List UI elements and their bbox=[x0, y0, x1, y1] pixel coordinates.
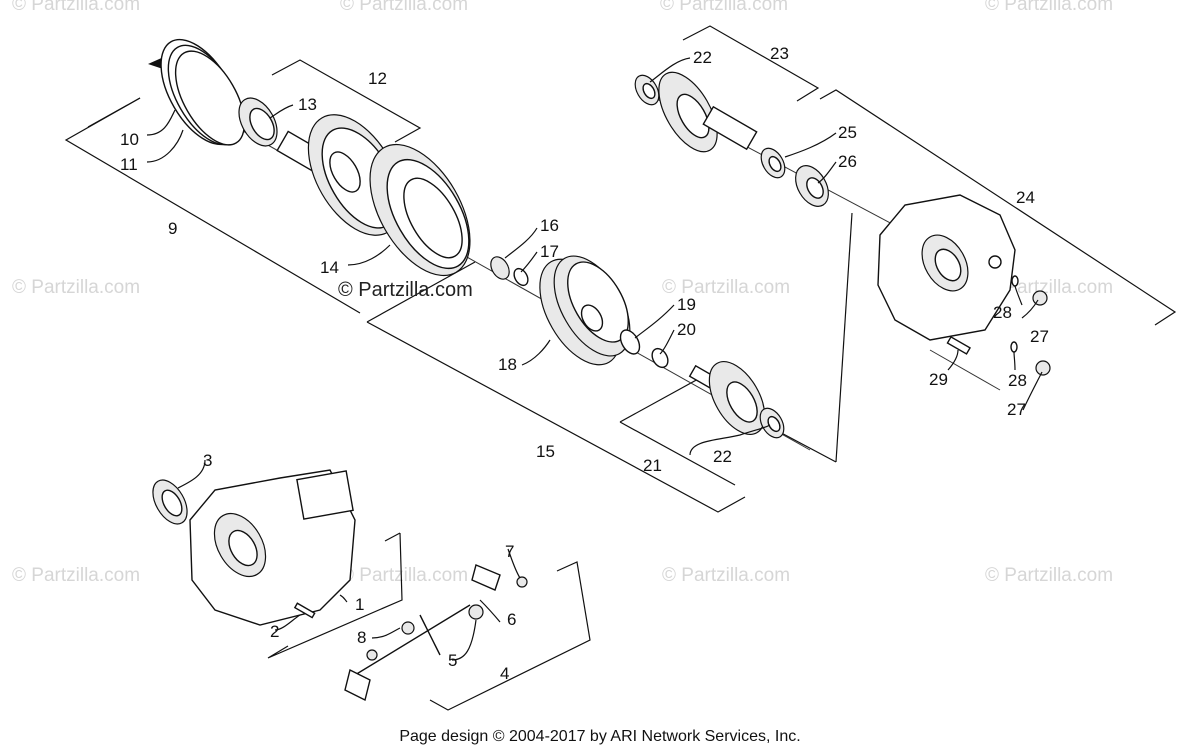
callout-label: 17 bbox=[540, 242, 559, 261]
bracket-23 bbox=[682, 25, 820, 102]
callout-label: 26 bbox=[838, 152, 857, 171]
callout-label: 14 bbox=[320, 258, 339, 277]
part-gear-23 bbox=[658, 71, 758, 153]
callout-label: 29 bbox=[929, 370, 948, 389]
bracket-9 bbox=[64, 97, 361, 314]
part-case-1 bbox=[189, 469, 356, 626]
part-basket-14 bbox=[369, 143, 471, 277]
callout-label: 7 bbox=[505, 542, 514, 561]
leader-lines bbox=[146, 57, 1043, 661]
page-footer: Page design © 2004-2017 by ARI Network S… bbox=[399, 728, 800, 745]
callout-labels: 1 2 3 4 5 6 7 8 9 10 11 12 13 14 15 16 1… bbox=[120, 44, 1049, 683]
callout-label: 15 bbox=[536, 442, 555, 461]
watermark-text: © Partzilla.com bbox=[340, 0, 468, 15]
part-bearing-13 bbox=[238, 97, 278, 147]
callout-label: 13 bbox=[298, 95, 317, 114]
watermark-text: © Partzilla.com bbox=[12, 277, 140, 298]
part-seal-bearing-25-26 bbox=[760, 147, 829, 207]
callout-label: 22 bbox=[693, 48, 712, 67]
watermark-text: © Partzilla.com bbox=[985, 0, 1113, 15]
callout-label: 8 bbox=[357, 628, 366, 647]
watermark-text: © Partzilla.com bbox=[12, 565, 140, 586]
callout-label: 10 bbox=[120, 130, 139, 149]
bracket-4 bbox=[429, 561, 591, 711]
callout-label: 28 bbox=[1008, 371, 1027, 390]
callout-label: 21 bbox=[643, 456, 662, 475]
callout-label: 19 bbox=[677, 295, 696, 314]
axis-line-main bbox=[169, 89, 811, 451]
callout-label: 25 bbox=[838, 123, 857, 142]
watermark-text: © Partzilla.com bbox=[12, 0, 140, 15]
assembly-brackets bbox=[64, 25, 1177, 711]
part-cover-24 bbox=[877, 194, 1016, 341]
callout-label: 24 bbox=[1016, 188, 1035, 207]
callout-label: 27 bbox=[1030, 327, 1049, 346]
part-bearing-22 bbox=[634, 74, 785, 439]
watermark-text: © Partzilla.com bbox=[985, 565, 1113, 586]
callout-label: 27 bbox=[1007, 400, 1026, 419]
callout-label: 1 bbox=[355, 595, 364, 614]
center-watermark: © Partzilla.com bbox=[338, 279, 473, 301]
callout-label: 11 bbox=[120, 155, 138, 174]
part-seal-3 bbox=[152, 479, 188, 525]
watermark-text: © Partzilla.com bbox=[340, 565, 468, 586]
watermark-text: © Partzilla.com bbox=[660, 0, 788, 15]
bracket-1-top bbox=[384, 532, 401, 542]
part-snap-rings bbox=[160, 38, 246, 146]
bracket-21-top bbox=[619, 377, 701, 423]
callout-label: 16 bbox=[540, 216, 559, 235]
bracket-12 bbox=[271, 59, 422, 143]
part-shift-linkage-4 bbox=[344, 564, 528, 702]
callout-label: 12 bbox=[368, 69, 387, 88]
bracket-24 bbox=[819, 89, 1177, 326]
part-gear-21 bbox=[688, 361, 766, 435]
callout-label: 20 bbox=[677, 320, 696, 339]
bracket-1 bbox=[267, 532, 403, 659]
watermark-text: © Partzilla.com bbox=[662, 277, 790, 298]
part-washers-19-20 bbox=[619, 329, 669, 369]
callout-label: 28 bbox=[993, 303, 1012, 322]
callout-label: 22 bbox=[713, 447, 732, 466]
callout-label: 6 bbox=[507, 610, 516, 629]
callout-label: 4 bbox=[500, 664, 509, 683]
callout-label: 23 bbox=[770, 44, 789, 63]
part-dowel-2 bbox=[293, 602, 316, 619]
part-washers-16-17 bbox=[490, 256, 529, 287]
part-clutch-pack-18 bbox=[539, 255, 631, 366]
callout-label: 3 bbox=[203, 451, 212, 470]
watermark-text: © Partzilla.com bbox=[662, 565, 790, 586]
callout-label: 18 bbox=[498, 355, 517, 374]
bracket-21 bbox=[619, 421, 736, 486]
bracket-24-side bbox=[835, 212, 853, 463]
bracket-15 bbox=[366, 321, 746, 513]
callout-label: 2 bbox=[270, 622, 279, 641]
callout-label: 5 bbox=[448, 651, 457, 670]
callout-label: 9 bbox=[168, 219, 177, 238]
axis-line-bolts bbox=[929, 349, 1001, 391]
